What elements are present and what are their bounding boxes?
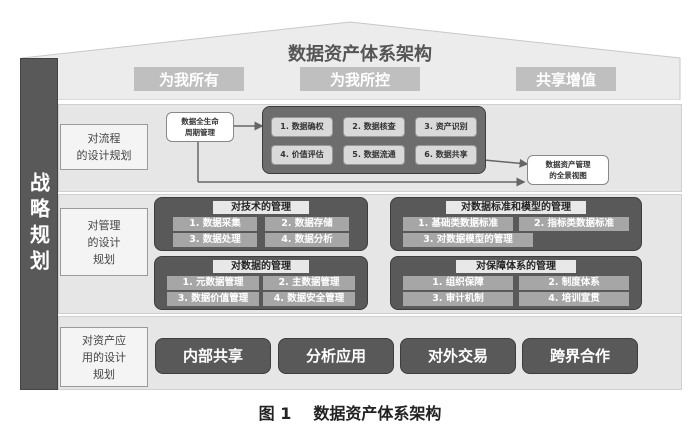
step-1: 1. 数据确权 (271, 117, 333, 137)
tech-mgmt-header: 对技术的管理 (213, 201, 309, 214)
standard-item-2: 2. 指标类数据标准 (519, 217, 629, 231)
step-6: 6. 数据共享 (415, 145, 477, 165)
tech-item-2: 2. 数据存储 (265, 217, 349, 231)
row-label-management: 对管理 的设计 规划 (60, 208, 148, 276)
app-analytics: 分析应用 (278, 338, 394, 374)
app-internal-share: 内部共享 (155, 338, 271, 374)
pillar-share: 共享增值 (516, 67, 616, 91)
guarantee-item-1: 1. 组织保障 (403, 276, 513, 290)
figure-number: 图 1 (258, 404, 292, 423)
step-4: 4. 价值评估 (271, 145, 333, 165)
tech-item-1: 1. 数据采集 (173, 217, 257, 231)
diagram-title: 数据资产体系架构 (288, 44, 432, 65)
figure-caption-text: 数据资产体系架构 (313, 404, 442, 423)
app-external-trade: 对外交易 (400, 338, 516, 374)
guarantee-item-3: 3. 审计机制 (403, 292, 513, 306)
row-label-process: 对流程 的设计规划 (60, 124, 148, 170)
step-2: 2. 数据核查 (343, 117, 405, 137)
guarantee-mgmt-box: 对保障体系的管理 1. 组织保障 2. 制度体系 3. 审计机制 4. 培训宣贯 (390, 256, 642, 310)
pillar-control: 为我所控 (300, 67, 420, 91)
step-3: 3. 资产识别 (415, 117, 477, 137)
standard-mgmt-header: 对数据标准和模型的管理 (446, 201, 586, 214)
tech-mgmt-box: 对技术的管理 1. 数据采集 2. 数据存储 3. 数据处理 4. 数据分析 (154, 197, 368, 251)
row-label-application: 对资产应 用的设计 规划 (60, 327, 148, 387)
tech-item-3: 3. 数据处理 (173, 233, 257, 247)
standard-item-3: 3. 对数据模型的管理 (403, 233, 533, 247)
process-steps-box: 1. 数据确权 2. 数据核查 3. 资产识别 4. 价值评估 5. 数据流通 … (262, 106, 486, 174)
panorama-box: 数据资产管理 的全景视图 (527, 155, 609, 185)
data-mgmt-header: 对数据的管理 (213, 260, 309, 273)
data-mgmt-box: 对数据的管理 1. 元数据管理 2. 主数据管理 3. 数据价值管理 4. 数据… (154, 256, 368, 310)
lifecycle-box: 数据全生命 周期管理 (166, 112, 234, 142)
standard-mgmt-box: 对数据标准和模型的管理 1. 基础类数据标准 2. 指标类数据标准 3. 对数据… (390, 197, 642, 251)
standard-item-1: 1. 基础类数据标准 (403, 217, 513, 231)
strategy-strip: 战略规划 (20, 58, 58, 390)
process-arrows (197, 121, 529, 187)
guarantee-item-2: 2. 制度体系 (519, 276, 629, 290)
figure-caption: 图 1 数据资产体系架构 (0, 400, 700, 424)
guarantee-mgmt-header: 对保障体系的管理 (456, 260, 576, 273)
tech-item-4: 4. 数据分析 (265, 233, 349, 247)
data-item-1: 1. 元数据管理 (167, 276, 259, 290)
strategy-label: 战略规划 (26, 172, 51, 276)
data-item-3: 3. 数据价值管理 (167, 292, 259, 306)
pillar-own: 为我所有 (134, 67, 244, 91)
data-item-4: 4. 数据安全管理 (263, 292, 355, 306)
step-5: 5. 数据流通 (343, 145, 405, 165)
app-cross-border: 跨界合作 (522, 338, 638, 374)
data-item-2: 2. 主数据管理 (263, 276, 355, 290)
guarantee-item-4: 4. 培训宣贯 (519, 292, 629, 306)
